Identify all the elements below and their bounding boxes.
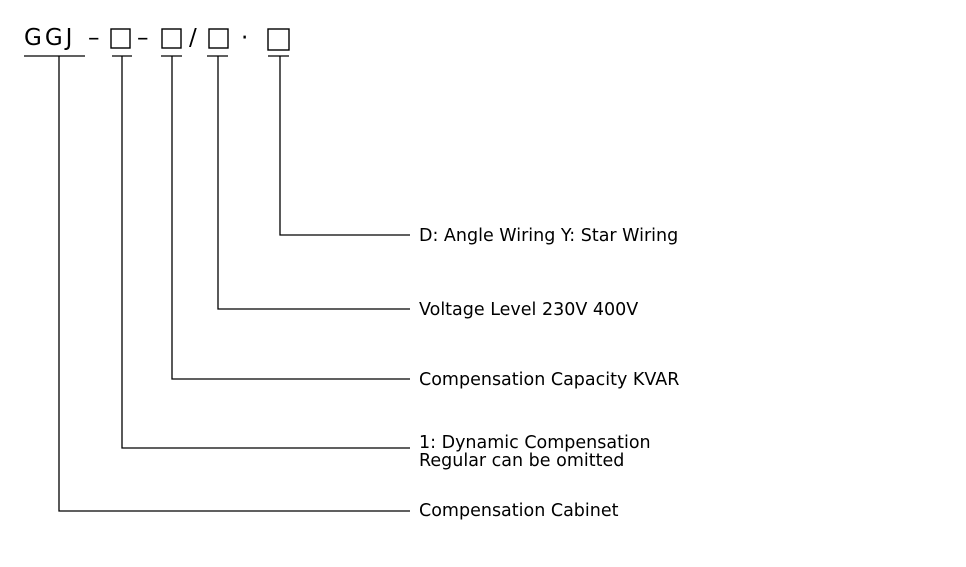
separator-dash-2: – xyxy=(137,25,149,51)
label-cabinet: Compensation Cabinet xyxy=(419,501,619,521)
model-code: GGJ – – / · xyxy=(24,25,290,51)
placeholder-box-1 xyxy=(110,28,131,49)
placeholder-box-2 xyxy=(161,28,182,49)
model-prefix: GGJ xyxy=(24,25,75,51)
placeholder-box-3 xyxy=(208,28,229,49)
label-capacity: Compensation Capacity KVAR xyxy=(419,370,679,390)
leader-cabinet xyxy=(58,56,410,512)
label-voltage: Voltage Level 230V 400V xyxy=(419,300,638,320)
segment-labels: D: Angle Wiring Y: Star Wiring Voltage L… xyxy=(419,226,679,521)
separator-slash: / xyxy=(189,25,197,51)
separator-dash-1: – xyxy=(88,25,100,51)
leader-dynamic xyxy=(121,56,410,449)
leader-voltage xyxy=(217,56,410,310)
separator-dot: · xyxy=(241,25,248,51)
label-dynamic-line2: Regular can be omitted xyxy=(419,451,624,471)
label-dynamic-line1: 1: Dynamic Compensation xyxy=(419,433,651,453)
leader-wiring xyxy=(279,56,410,236)
leader-lines xyxy=(58,56,410,512)
leader-capacity xyxy=(171,56,410,380)
placeholder-box-4 xyxy=(267,28,290,51)
label-wiring: D: Angle Wiring Y: Star Wiring xyxy=(419,226,678,246)
